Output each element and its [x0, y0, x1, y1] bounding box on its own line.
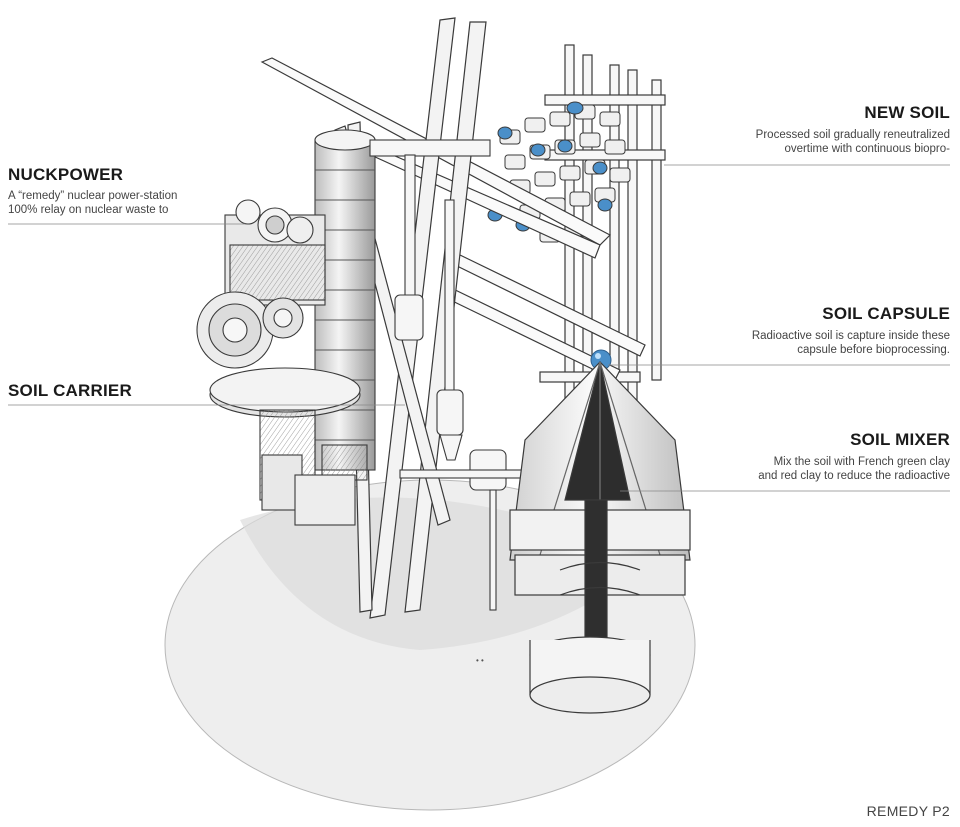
leader-lines — [8, 164, 950, 492]
callout-title: NUCKPOWER — [8, 165, 124, 184]
soil-capsule — [590, 349, 612, 371]
callout-desc-line1: Processed soil gradually reneutralized — [755, 129, 950, 141]
soil-carrier-disc — [209, 367, 361, 526]
callout-desc-line1: Mix the soil with French green clay — [773, 456, 950, 468]
pistons — [369, 139, 551, 611]
svg-text:• •: • • — [476, 656, 484, 665]
callout-title: SOIL CAPSULE — [822, 304, 950, 323]
callout-desc-line1: Radioactive soil is capture inside these — [751, 330, 950, 342]
callout-new-soil: NEW SOIL Processed soil gradually reneut… — [690, 103, 950, 156]
callout-desc-line2: and red clay to reduce the radioactive — [758, 470, 950, 482]
callout-soil-carrier: SOIL CARRIER — [8, 381, 268, 401]
gearbox — [196, 199, 326, 369]
callout-soil-mixer: SOIL MIXER Mix the soil with French gree… — [690, 430, 950, 483]
soil-capsule-cluster — [487, 101, 631, 243]
callout-desc-line2: capsule before bioprocessing. — [797, 344, 950, 356]
callout-desc-line2: 100% relay on nuclear waste to — [8, 204, 169, 216]
page-label: REMEDY P2 — [866, 803, 950, 819]
nuclear-cylinder — [314, 129, 376, 481]
callout-title: SOIL CARRIER — [8, 381, 132, 400]
callout-nuckpower: NUCKPOWER A “remedy” nuclear power-stati… — [8, 165, 268, 217]
callout-desc-line1: A “remedy” nuclear power-station — [8, 190, 178, 202]
callout-title: NEW SOIL — [864, 103, 950, 122]
callout-title: SOIL MIXER — [850, 430, 950, 449]
callout-desc-line2: overtime with continuous biopro- — [784, 143, 950, 155]
callout-soil-capsule: SOIL CAPSULE Radioactive soil is capture… — [690, 304, 950, 357]
soil-mixer — [509, 361, 691, 714]
